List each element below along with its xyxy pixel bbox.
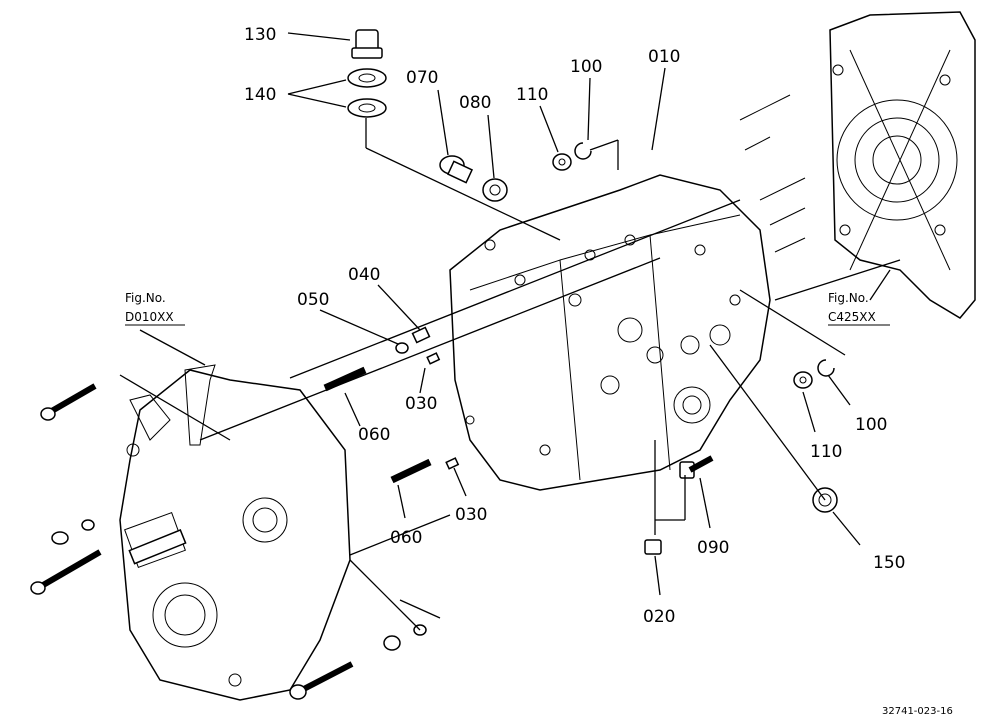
label-020: 020: [643, 607, 675, 627]
label-050: 050: [297, 290, 329, 310]
fig-ref-left-code: D010XX: [125, 310, 174, 324]
label-060-bottom: 060: [390, 528, 422, 548]
fig-ref-right-code: C425XX: [828, 310, 876, 324]
label-030-top: 030: [405, 394, 437, 414]
fig-ref-left-title: Fig.No.: [125, 291, 166, 305]
stud-060-bottom: [390, 458, 432, 484]
nut-110-top: [552, 153, 572, 171]
washer-100-top: [574, 142, 592, 160]
bolt-090: [679, 455, 714, 479]
transmission-case: [449, 174, 771, 491]
washer-100-right: [817, 359, 835, 377]
rear-housing-outline: [829, 11, 976, 319]
label-150: 150: [873, 553, 905, 573]
leader-lines: [119, 32, 901, 631]
label-110-top: 110: [516, 85, 548, 105]
label-110-right: 110: [810, 442, 842, 462]
pin-030-top: [426, 352, 441, 365]
label-070: 070: [406, 68, 438, 88]
oring-050: [395, 342, 409, 354]
washers-140: [347, 68, 387, 118]
fig-ref-right-title: Fig.No.: [828, 291, 869, 305]
studs-right: [739, 94, 806, 253]
label-010: 010: [648, 47, 680, 67]
label-100-top: 100: [570, 57, 602, 77]
plug-070: [439, 155, 474, 184]
pin-030-bottom: [445, 457, 460, 470]
label-040: 040: [348, 265, 380, 285]
plug-020: [644, 539, 662, 555]
label-090: 090: [697, 538, 729, 558]
bolt-130: [351, 29, 383, 59]
nut-110-right: [793, 371, 813, 389]
label-060-top: 060: [358, 425, 390, 445]
label-080: 080: [459, 93, 491, 113]
drawing-number: 32741-023-16: [882, 706, 953, 717]
seal-080: [482, 178, 508, 202]
left-bolts: [30, 383, 427, 700]
label-030-bottom: 030: [455, 505, 487, 525]
label-100-right: 100: [855, 415, 887, 435]
label-130: 130: [244, 25, 276, 45]
label-140: 140: [244, 85, 276, 105]
stud-060-top: [323, 366, 367, 392]
front-housing-outline: [119, 364, 351, 701]
pin-040: [411, 326, 431, 344]
